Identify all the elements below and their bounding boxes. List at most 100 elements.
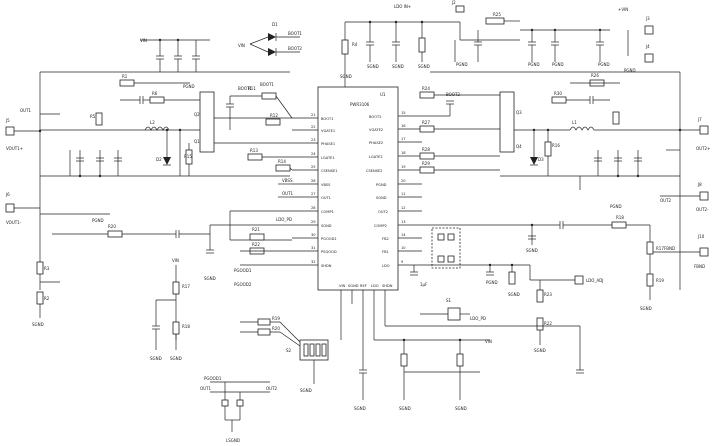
r18b-label: R18 — [182, 324, 190, 329]
connector-j2[interactable] — [455, 5, 465, 13]
pin-right-4: LGATE2 — [369, 155, 383, 159]
j3-label: J3 — [645, 16, 650, 21]
sgnd-ldo: SGND — [508, 292, 520, 297]
pin-right-num-8: 12 — [401, 206, 406, 210]
vin-mid-label: VIN — [238, 43, 245, 48]
pin-bottom-1: VIN — [339, 284, 346, 288]
pgnd-ldo: PGND — [486, 280, 498, 285]
sgnd-right-comp: SGND — [526, 248, 538, 253]
sgnd-bl-1: SGND — [150, 356, 162, 361]
boot1-top-label: BOOT1 — [288, 31, 302, 36]
top-input-rail — [40, 21, 680, 87]
pin-right-num-12: 9 — [401, 260, 404, 264]
vin-bl: VIN — [172, 258, 179, 263]
j2-label: J2 — [451, 0, 456, 5]
r15-label: R15 — [184, 154, 192, 159]
pin-bottom-2: SGND — [348, 284, 359, 288]
pin-right-num-4: 18 — [401, 151, 406, 155]
r6-label: R6 — [152, 91, 158, 96]
boot1-net2: BOOT1 — [260, 82, 274, 87]
r13-label: R13 — [250, 148, 258, 153]
pin-right-num-9: 13 — [401, 220, 406, 224]
pin-left-2: VGATE1 — [321, 129, 335, 133]
ic-part-label: PWR3106 — [350, 102, 370, 107]
sgnd-bottom-3: SGND — [455, 406, 467, 411]
right-lower-wiring — [410, 221, 654, 345]
r22-label: R22 — [252, 242, 260, 247]
r29-label: R29 — [422, 161, 430, 166]
r21-label: R21 — [252, 227, 260, 232]
connector-j3[interactable] — [644, 25, 654, 35]
r3-label: R3 — [44, 266, 50, 271]
ldo-input-caps — [341, 17, 520, 62]
connector-j8[interactable] — [699, 191, 709, 201]
r24-label: R24 — [422, 86, 430, 91]
ic-left-pins: BOOT1 VGATE1 PHASE1 LGATE1 CSENSE1 VBSS … — [292, 113, 338, 268]
pin-left-num-4: 24 — [311, 152, 316, 156]
pin-bottom-4: LDO — [371, 284, 379, 288]
j7-label: J7 — [697, 117, 702, 122]
r11-label: R11 — [248, 86, 256, 91]
vin-right-label: +VIN — [618, 7, 628, 12]
j8-label: J8 — [697, 182, 702, 187]
connector-j6[interactable] — [5, 203, 15, 213]
pin-left-num-5: 25 — [311, 165, 316, 169]
pgnd-top-right-2: PGND — [552, 62, 564, 67]
pin-left-num-11: 31 — [311, 246, 316, 250]
pgood1-bottom: PGOOD1 — [204, 376, 222, 381]
pin-left-1: BOOT1 — [321, 117, 334, 121]
s2-label: S2 — [286, 348, 292, 353]
pin-right-12: LDO — [382, 264, 390, 268]
l1-label: L1 — [572, 120, 577, 125]
right-buck-stage — [419, 72, 700, 290]
sgnd-bl-2: SGND — [170, 356, 182, 361]
boot-diodes-d1 — [249, 33, 300, 56]
input-caps-right — [528, 30, 629, 62]
pin-right-11: FB1 — [382, 250, 389, 254]
ldo-adj-label: LDO_ADJ — [586, 278, 603, 283]
r5-label: R5 — [90, 114, 96, 119]
pin-left-num-8: 28 — [311, 206, 316, 210]
sgnd-top-2: SGND — [392, 64, 404, 69]
pgood2-left: PGOOD2 — [234, 282, 252, 287]
pin-right-10: FB2 — [382, 237, 389, 241]
boot2-top-label: BOOT2 — [288, 46, 302, 51]
j6-label: J6 — [5, 192, 10, 197]
sgnd-left-mid: SGND — [204, 276, 216, 281]
r14-label: R14 — [278, 159, 286, 164]
r16-label: R16 — [552, 143, 560, 148]
connector-j7[interactable] — [699, 125, 709, 135]
pin-right-num-7: 11 — [401, 192, 406, 196]
pin-right-num-11: 10 — [401, 246, 406, 250]
pin-left-10: PGOOD1 — [321, 237, 337, 241]
pin-left-6: VBSS — [321, 183, 331, 187]
r27-label: R27 — [422, 120, 430, 125]
switch-s1[interactable] — [420, 307, 470, 321]
pin-left-9: SGND — [321, 224, 332, 228]
pin-left-3: PHASE1 — [321, 142, 335, 146]
j5-label: J5 — [5, 118, 10, 123]
pin-left-num-1: 21 — [311, 113, 316, 117]
out2-right-label: OUT2 — [660, 198, 672, 203]
pin-left-5: CSENSE1 — [321, 169, 338, 173]
connector-j5[interactable] — [5, 126, 15, 136]
pgnd-top-right-1: PGND — [528, 62, 540, 67]
r19b-label: R19 — [272, 316, 280, 321]
r14-body — [275, 164, 291, 172]
r23-label: R23 — [544, 292, 552, 297]
connector-j10[interactable] — [699, 247, 709, 257]
dip-switch-s2[interactable] — [299, 339, 329, 384]
pin-right-num-5: 19 — [401, 165, 406, 169]
pgnd-top-left: PGND — [183, 84, 195, 89]
pin-left-12: SHDN — [321, 264, 332, 268]
pgnd-right-mid: PGND — [610, 204, 622, 209]
connector-j4[interactable] — [644, 53, 654, 63]
q2-label: Q2 — [194, 112, 200, 117]
pin-left-8: COMP1 — [321, 210, 334, 214]
lsgnd-bottom: LSGND — [226, 438, 240, 443]
left-bottom-network — [152, 265, 301, 350]
boot1-net: BOOT1 — [238, 86, 252, 91]
input-caps-left — [156, 40, 200, 72]
pin-right-1: BOOT2 — [369, 115, 382, 119]
